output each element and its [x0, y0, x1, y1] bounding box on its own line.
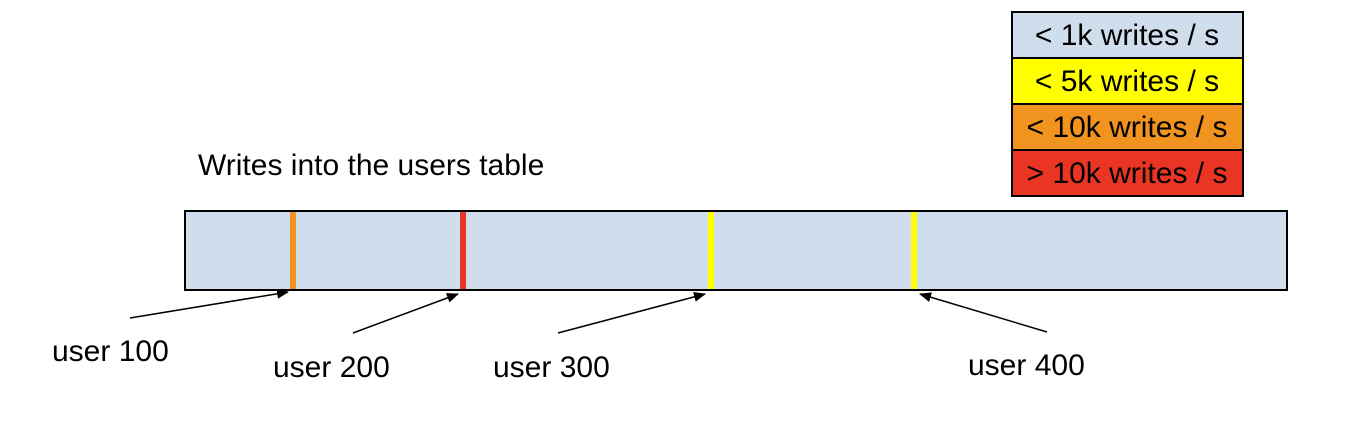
legend-swatch-lt-5k [1011, 57, 1244, 105]
legend-swatch-lt-1k [1011, 11, 1244, 59]
label-user-200: user 200 [273, 351, 390, 384]
label-user-100: user 100 [52, 335, 169, 368]
arrow-user-300 [557, 291, 706, 334]
users-table-bar-rect [184, 210, 1288, 291]
marker-stripe-user-100 [290, 212, 296, 289]
legend-label-lt-10k: < 10k writes / s [1027, 111, 1228, 144]
arrow-user-200 [352, 293, 459, 334]
legend: < 1k writes / s < 5k writes / s < 10k wr… [1011, 11, 1244, 197]
diagram-title: Writes into the users table [198, 149, 544, 182]
label-user-300: user 300 [493, 351, 610, 384]
marker-stripe-user-300 [708, 212, 714, 289]
marker-stripe-user-200 [460, 212, 466, 289]
arrow-user-100 [129, 288, 289, 319]
legend-label-lt-1k: < 1k writes / s [1035, 19, 1219, 52]
arrow-user-400 [919, 292, 1048, 333]
label-user-400: user 400 [968, 349, 1085, 382]
legend-label-gt-10k: > 10k writes / s [1027, 157, 1228, 190]
users-table-bar [184, 210, 1288, 291]
callout-arrows [129, 288, 1048, 334]
marker-stripe-user-400 [911, 212, 917, 289]
legend-label-lt-5k: < 5k writes / s [1035, 65, 1219, 98]
legend-swatch-gt-10k [1011, 149, 1244, 197]
